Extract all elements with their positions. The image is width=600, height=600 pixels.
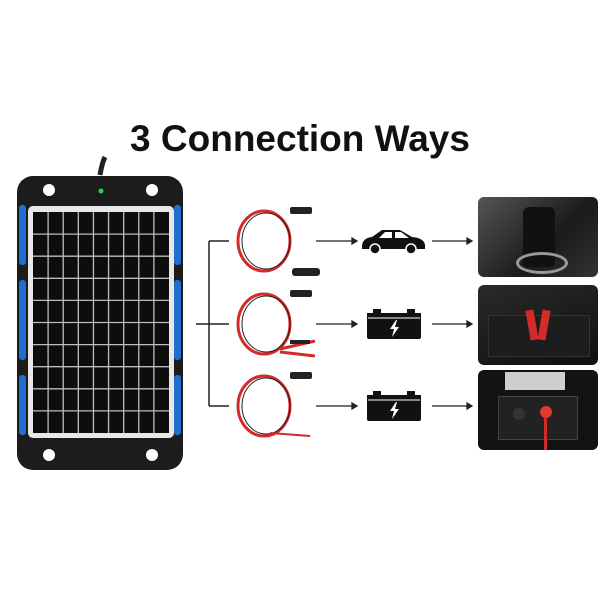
arrow-icon bbox=[316, 236, 474, 246]
title: 3 Connection Ways bbox=[130, 118, 470, 159]
cigarette-lighter-plug-cable bbox=[236, 207, 320, 276]
led-indicator bbox=[98, 188, 104, 194]
battery-icon bbox=[367, 309, 421, 339]
alligator-clip-cable bbox=[236, 290, 316, 358]
arrow-icon bbox=[316, 401, 474, 411]
battery-clips-photo bbox=[478, 285, 598, 365]
car-cigarette-socket-photo bbox=[478, 197, 598, 277]
o-ring-terminal-cable bbox=[236, 372, 312, 438]
connection-bracket bbox=[196, 240, 229, 407]
battery-icon bbox=[367, 391, 421, 421]
car-icon bbox=[362, 230, 425, 255]
solar-panel bbox=[17, 155, 183, 470]
sae-port-photo bbox=[478, 370, 598, 450]
arrow-icon bbox=[316, 319, 474, 329]
